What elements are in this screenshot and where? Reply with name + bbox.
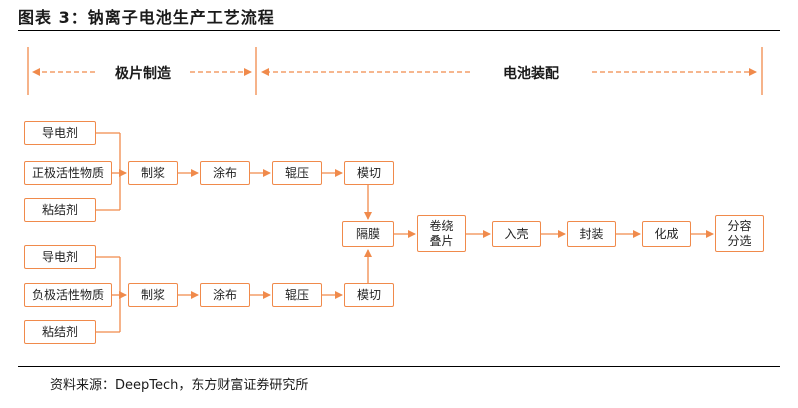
bottom-rule xyxy=(18,366,780,367)
sealing-step: 封装 xyxy=(567,221,616,247)
negative-active-material: 负极活性物质 xyxy=(24,283,112,307)
lower-die-cutting-step: 模切 xyxy=(344,283,394,307)
upper-mixing-step: 制浆 xyxy=(128,161,178,185)
source-note: 资料来源：DeepTech，东方财富证券研究所 xyxy=(50,378,309,393)
lower-rolling-step: 辊压 xyxy=(272,283,322,307)
negative-binder: 粘结剂 xyxy=(24,320,96,344)
upper-rolling-step: 辊压 xyxy=(272,161,322,185)
stage-label-battery: 电池装配 xyxy=(499,63,563,83)
upper-coating-step: 涂布 xyxy=(200,161,250,185)
winding-stacking-step: 卷绕 叠片 xyxy=(417,215,466,252)
stage-label-electrode: 极片制造 xyxy=(111,63,175,83)
top-rule xyxy=(18,30,780,31)
negative-conductive-agent: 导电剂 xyxy=(24,245,96,269)
positive-binder: 粘结剂 xyxy=(24,198,96,222)
positive-active-material: 正极活性物质 xyxy=(24,161,112,185)
figure-title: 图表 3：钠离子电池生产工艺流程 xyxy=(18,8,275,27)
formation-step: 化成 xyxy=(642,221,691,247)
positive-conductive-agent: 导电剂 xyxy=(24,121,96,145)
lower-mixing-step: 制浆 xyxy=(128,283,178,307)
upper-die-cutting-step: 模切 xyxy=(344,161,394,185)
casing-step: 入壳 xyxy=(492,221,541,247)
grading-sorting-step: 分容 分选 xyxy=(715,215,764,252)
separator-step: 隔膜 xyxy=(342,221,394,247)
lower-coating-step: 涂布 xyxy=(200,283,250,307)
